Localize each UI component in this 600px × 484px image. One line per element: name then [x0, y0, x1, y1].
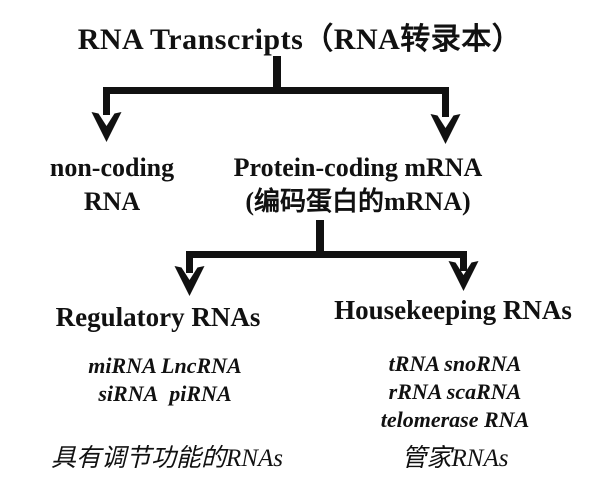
protein-coding-line2: (编码蛋白的mRNA) [245, 187, 471, 216]
branch2-connector [174, 220, 479, 296]
regulatory-rna-examples: miRNA LncRNA siRNA piRNA [55, 352, 275, 408]
branch1-left-drop [103, 87, 110, 115]
branch2-left-drop [186, 251, 193, 273]
housekeeping-rna-examples: tRNA snoRNA rRNA scaRNA telomerase RNA [345, 350, 565, 434]
branch1-connector [91, 56, 461, 144]
noncoding-rna-line1: non-coding [49, 153, 175, 182]
branch1-crossbar [103, 87, 449, 94]
branch1-stem [273, 56, 281, 90]
branch1-right-drop [442, 87, 449, 117]
node-protein-coding-mrna: Protein-coding mRNA (编码蛋白的mRNA) [212, 151, 504, 219]
housekeeping-examples-line1: tRNA snoRNA [388, 351, 522, 376]
node-housekeeping-rnas: Housekeeping RNAs [334, 295, 572, 325]
node-regulatory-rnas: Regulatory RNAs [55, 302, 261, 332]
diagram-title: RNA Transcripts（RNA转录本） [77, 23, 523, 56]
regulatory-examples-line1: miRNA LncRNA [88, 353, 242, 378]
down-arrowhead-icon [430, 114, 461, 144]
node-noncoding-rna: non-coding RNA [10, 151, 214, 219]
protein-coding-line1: Protein-coding mRNA [233, 153, 483, 182]
housekeeping-caption-cn: 管家RNAs [401, 445, 509, 472]
noncoding-rna-line2: RNA [83, 187, 141, 216]
housekeeping-examples-line2: rRNA scaRNA [388, 379, 522, 404]
branch2-right-drop [460, 251, 467, 271]
down-arrowhead-icon [91, 112, 122, 142]
branch2-crossbar [186, 251, 467, 258]
regulatory-caption-cn: 具有调节功能的RNAs [51, 445, 283, 472]
regulatory-examples-line2: siRNA piRNA [98, 381, 232, 406]
housekeeping-examples-line3: telomerase RNA [380, 407, 530, 432]
branch2-stem [316, 220, 324, 256]
